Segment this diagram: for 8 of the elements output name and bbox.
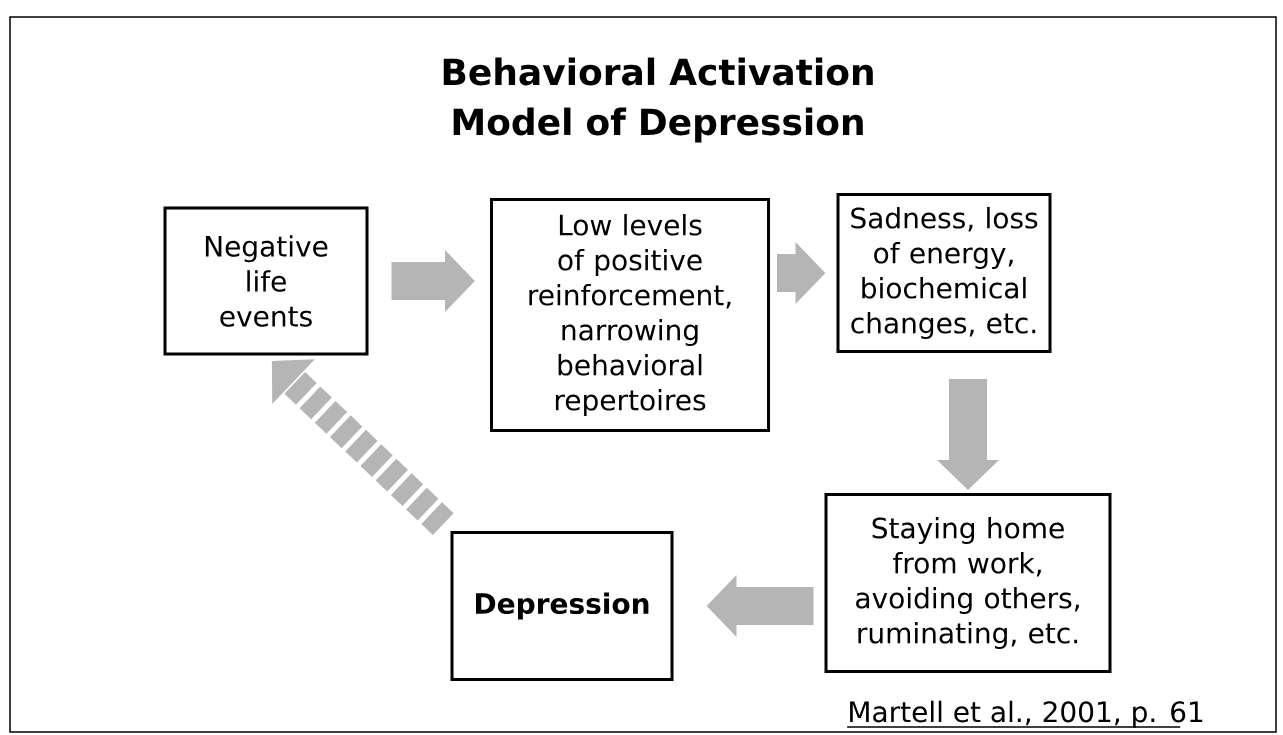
process-box: Negative life events [163,206,369,356]
block-arrow [271,359,454,535]
process-box: Sadness, loss of energy, biochemical changes, etc. [836,193,1052,353]
process-box: Low levels of positive reinforcement, narrowing behavioral repertoires [490,198,770,432]
process-box: Depression [450,531,674,681]
title: Behavioral Activation Model of Depression [443,57,873,143]
citation: Martell et al., 2001, p. 61 [850,700,1203,728]
process-box: Staying home from work, avoiding others, ruminating, etc. [824,493,1112,673]
